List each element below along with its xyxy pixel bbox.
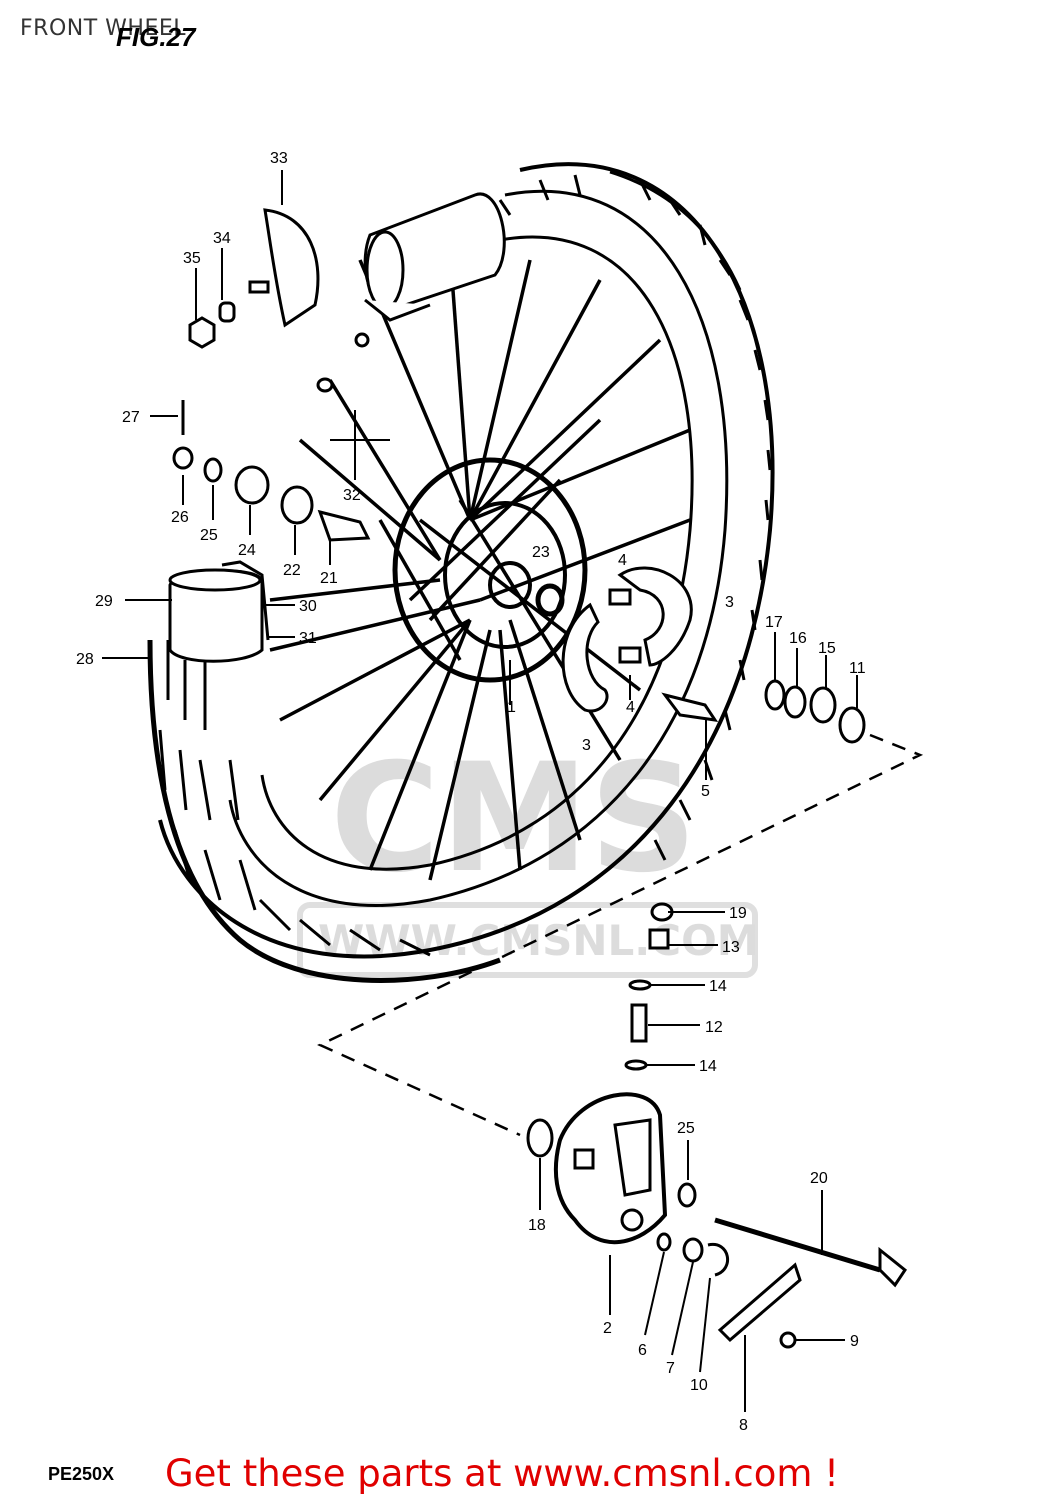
callout-14a: 14 bbox=[709, 978, 727, 995]
callout-2: 2 bbox=[603, 1320, 612, 1337]
callout-13: 13 bbox=[722, 939, 740, 956]
callout-18: 18 bbox=[528, 1217, 546, 1234]
callout-33: 33 bbox=[270, 150, 288, 167]
callout-23: 23 bbox=[532, 544, 550, 561]
promo-link[interactable]: Get these parts at www.cmsnl.com ! bbox=[165, 1452, 840, 1495]
callout-20: 20 bbox=[810, 1170, 828, 1187]
callout-4b: 4 bbox=[626, 699, 635, 716]
axle-side-parts bbox=[624, 679, 866, 1071]
figure-number: FIG.27 bbox=[116, 22, 196, 52]
tube-and-rim-band bbox=[168, 560, 270, 663]
callout-labels: 33 34 35 27 26 25 24 22 21 32 23 29 30 3… bbox=[76, 150, 866, 1434]
group-frame bbox=[317, 733, 924, 1137]
callout-11: 11 bbox=[849, 660, 866, 677]
brake-panel-assembly bbox=[526, 1092, 908, 1349]
callout-34: 34 bbox=[213, 230, 231, 247]
callout-10: 10 bbox=[690, 1377, 708, 1394]
watermark-letters: CMS bbox=[330, 732, 697, 906]
spokes bbox=[269, 249, 691, 881]
callout-35: 35 bbox=[183, 250, 201, 267]
wheel-hub bbox=[392, 457, 588, 683]
callout-4a: 4 bbox=[618, 552, 627, 569]
callout-1: 1 bbox=[507, 699, 516, 716]
callout-9: 9 bbox=[850, 1333, 859, 1350]
model-code: PE250X bbox=[48, 1464, 115, 1484]
inner-tube-section bbox=[363, 192, 506, 322]
callout-25a: 25 bbox=[200, 527, 218, 544]
callout-16: 16 bbox=[789, 630, 807, 647]
callout-15: 15 bbox=[818, 640, 836, 657]
callout-3a: 3 bbox=[725, 594, 734, 611]
leader-lines bbox=[102, 170, 858, 1412]
callout-5: 5 bbox=[701, 783, 710, 800]
hub-parts bbox=[172, 208, 642, 664]
callout-8: 8 bbox=[739, 1417, 748, 1434]
callout-28: 28 bbox=[76, 651, 94, 668]
callout-32: 32 bbox=[343, 487, 361, 504]
callout-17: 17 bbox=[765, 614, 783, 631]
callout-31: 31 bbox=[299, 630, 317, 647]
callout-24: 24 bbox=[238, 542, 256, 559]
callout-14b: 14 bbox=[699, 1058, 717, 1075]
callout-30: 30 bbox=[299, 598, 317, 615]
brake-shoes bbox=[561, 566, 693, 713]
callout-27: 27 bbox=[122, 409, 140, 426]
callout-21: 21 bbox=[320, 570, 338, 587]
callout-12: 12 bbox=[705, 1019, 723, 1036]
callout-7: 7 bbox=[666, 1360, 675, 1377]
callout-3b: 3 bbox=[582, 737, 591, 754]
callout-6: 6 bbox=[638, 1342, 647, 1359]
callout-25b: 25 bbox=[677, 1120, 695, 1137]
watermark: CMS WWW.CMSNL.COM bbox=[297, 732, 759, 978]
callout-19: 19 bbox=[729, 905, 747, 922]
callout-29: 29 bbox=[95, 593, 113, 610]
callout-26: 26 bbox=[171, 509, 189, 526]
page-title: FRONT WHEEL bbox=[20, 16, 186, 41]
tire-tread bbox=[147, 174, 772, 983]
callout-22: 22 bbox=[283, 562, 301, 579]
